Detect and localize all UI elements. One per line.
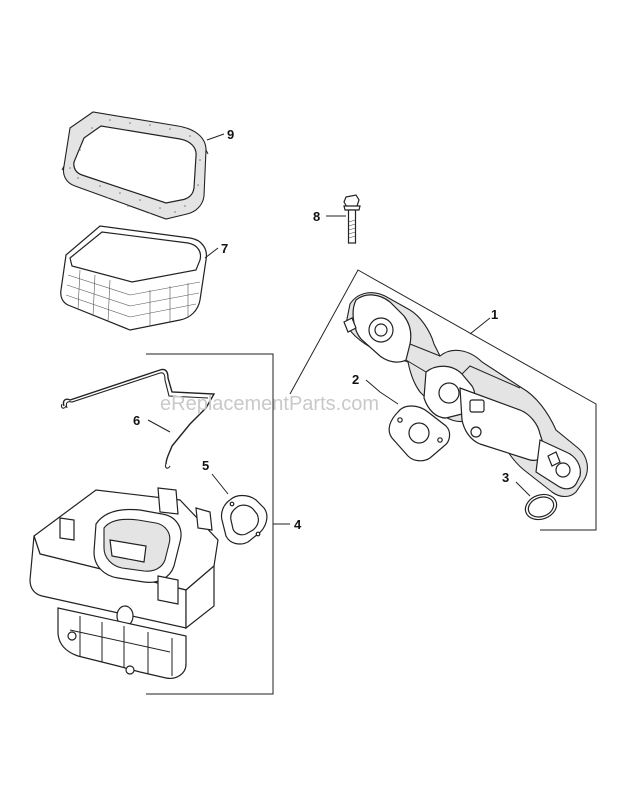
intake-manifold-part[interactable] bbox=[343, 292, 588, 498]
leader-9 bbox=[206, 133, 225, 141]
o-ring-part[interactable] bbox=[522, 490, 560, 523]
air-filter-element-part[interactable] bbox=[60, 225, 208, 331]
bolt-part[interactable] bbox=[343, 194, 361, 244]
base-gasket-part[interactable] bbox=[220, 494, 268, 545]
callout-7[interactable]: 7 bbox=[221, 241, 228, 256]
leader-1 bbox=[469, 317, 491, 335]
air-cleaner-base-part[interactable] bbox=[29, 487, 219, 679]
callout-1[interactable]: 1 bbox=[491, 307, 498, 322]
leader-7 bbox=[204, 247, 219, 259]
callout-6[interactable]: 6 bbox=[133, 413, 140, 428]
callout-5[interactable]: 5 bbox=[202, 458, 209, 473]
leader-6 bbox=[147, 419, 171, 433]
manifold-gasket-part[interactable] bbox=[388, 405, 451, 462]
retaining-wire-part[interactable] bbox=[60, 368, 216, 469]
precleaner-foam-part[interactable] bbox=[61, 111, 209, 220]
leader-2 bbox=[365, 379, 399, 405]
callout-8[interactable]: 8 bbox=[313, 209, 320, 224]
callout-2[interactable]: 2 bbox=[352, 372, 359, 387]
leader-5 bbox=[211, 473, 229, 495]
manifold-group-frame bbox=[289, 269, 597, 531]
callout-9[interactable]: 9 bbox=[227, 127, 234, 142]
watermark: eReplacementParts.com bbox=[160, 393, 379, 415]
callout-3[interactable]: 3 bbox=[502, 470, 509, 485]
callout-4[interactable]: 4 bbox=[294, 517, 302, 532]
leader-3 bbox=[515, 481, 531, 497]
